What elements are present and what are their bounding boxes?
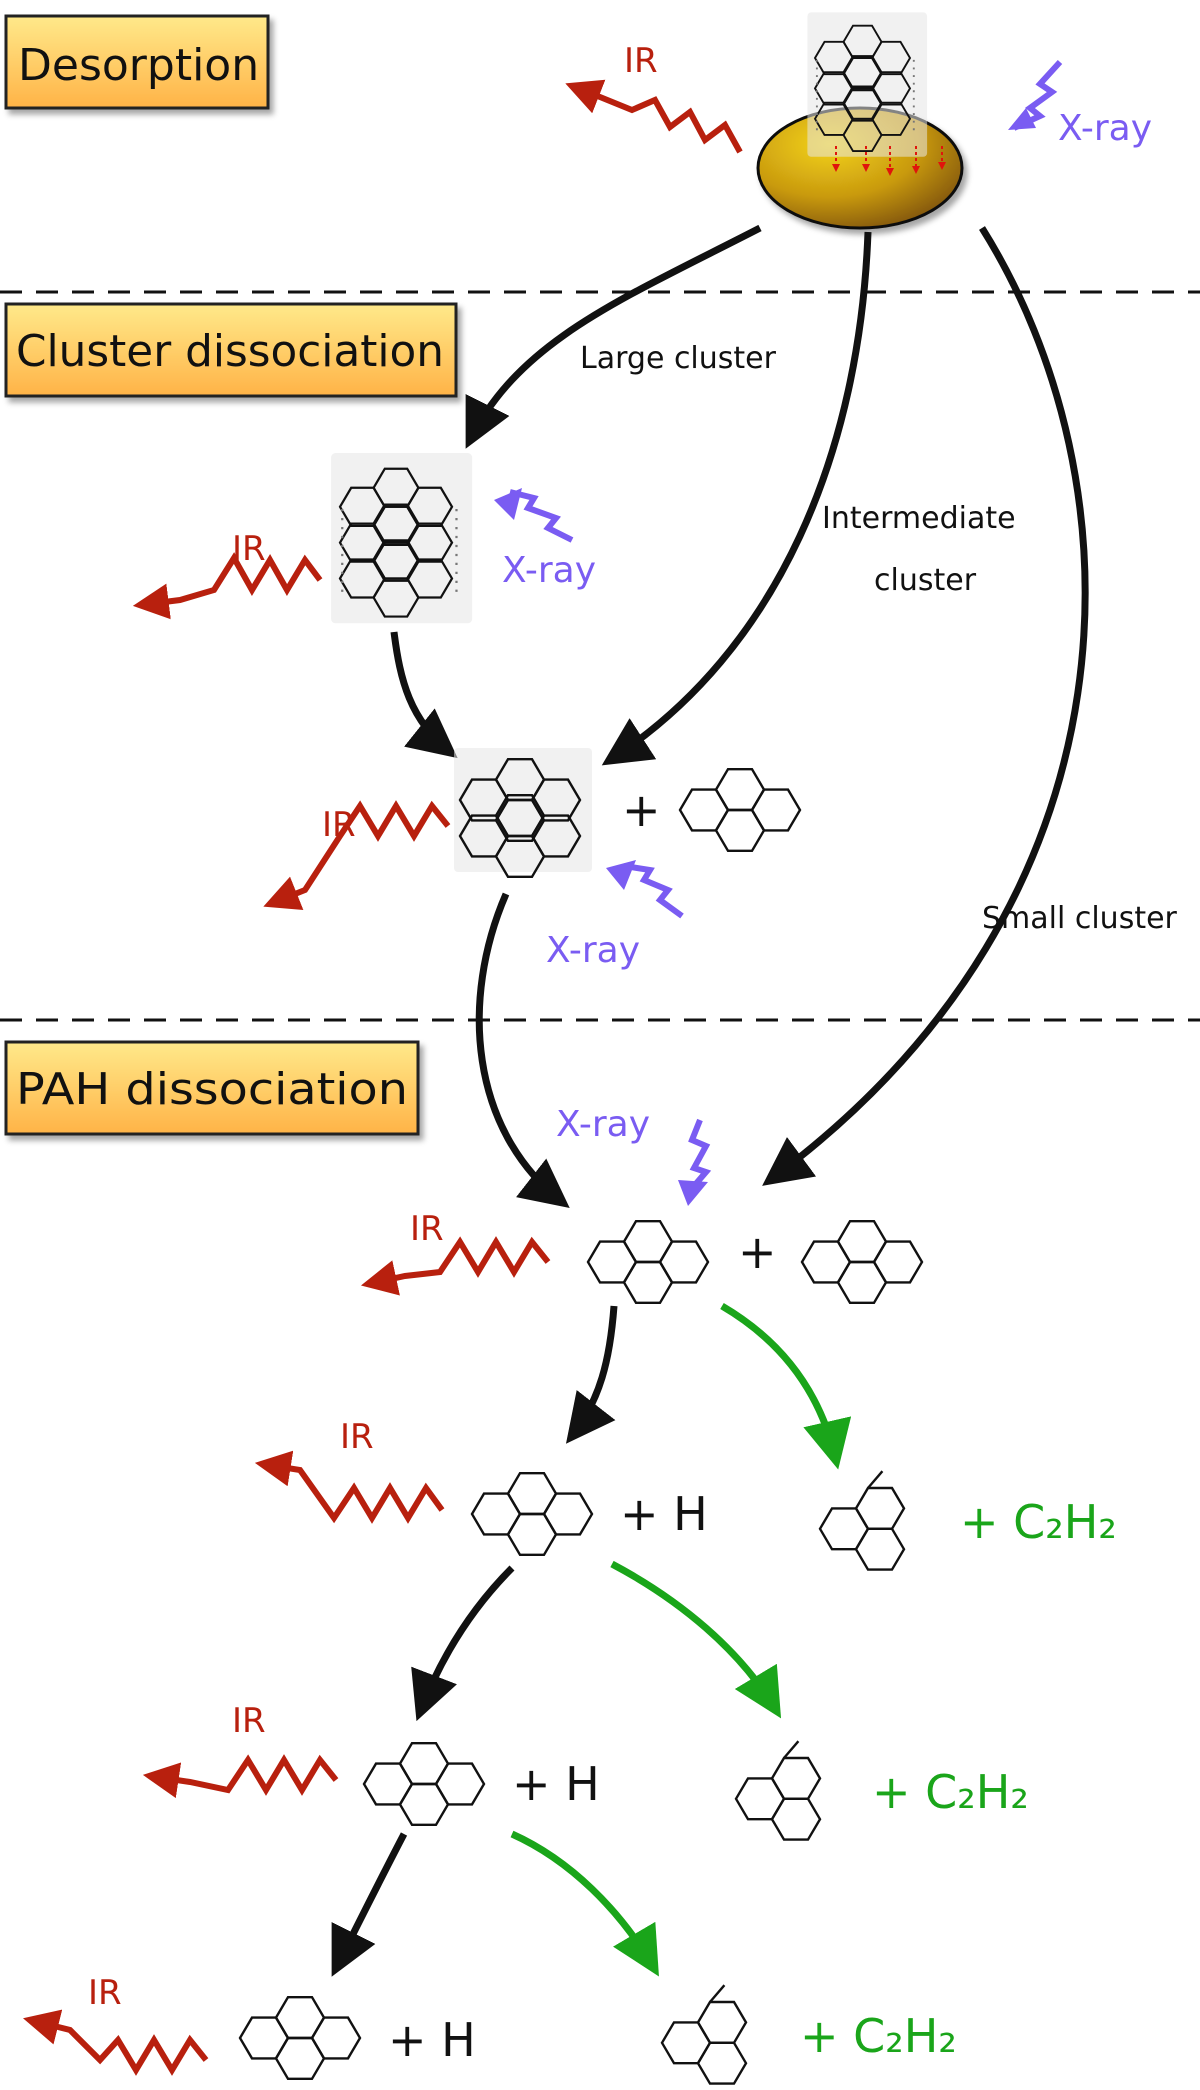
plus-h-label: + H <box>512 1757 600 1811</box>
fragment-molecule-icon <box>818 1469 906 1571</box>
xray-photon-icon: X-ray <box>546 860 684 971</box>
arrow-large-cluster <box>465 224 762 449</box>
section-pah-text: PAH dissociation <box>16 1064 408 1115</box>
arrow-large-to-intermediate <box>390 631 458 759</box>
plus-sign: + <box>622 783 661 837</box>
xray-label: X-ray <box>546 930 640 971</box>
xray-label: X-ray <box>556 1104 650 1145</box>
pyrene-molecule-icon <box>362 1741 486 1827</box>
ir-photon-icon: IR <box>132 529 323 620</box>
xray-label: X-ray <box>502 550 596 591</box>
ir-photon-icon: IR <box>565 41 743 154</box>
plus-h-label: + H <box>388 2013 476 2067</box>
arrow-intermediate-to-pah <box>475 892 570 1209</box>
ir-photon-icon: IR <box>360 1209 551 1296</box>
arrow-pah-to-h-loss-1 <box>565 1305 618 1444</box>
pyrene-molecule-icon <box>800 1219 924 1305</box>
ir-label: IR <box>624 41 658 81</box>
ir-label: IR <box>232 1701 266 1741</box>
intermediate-cluster-stack <box>454 748 592 878</box>
arrow-pah-to-c2h2-1 <box>720 1302 852 1470</box>
pyrene-molecule-icon <box>586 1219 710 1305</box>
small-cluster-label: Small cluster <box>982 901 1178 936</box>
arrow-pah-to-h-loss-3 <box>331 1832 408 1977</box>
section-label-pah: PAH dissociation <box>4 1040 420 1136</box>
xray-photon-icon: X-ray <box>1008 59 1152 149</box>
large-cluster-label: Large cluster <box>580 341 777 376</box>
xray-photon-icon: X-ray <box>556 1104 712 1206</box>
intermediate-label-2: cluster <box>874 563 977 598</box>
pyrene-molecule-icon <box>238 1995 362 2081</box>
fragment-molecule-icon <box>734 1739 822 1841</box>
ir-label: IR <box>410 1209 444 1249</box>
xray-photon-icon: X-ray <box>494 488 596 591</box>
ir-photon-icon: IR <box>263 800 451 911</box>
xray-label: X-ray <box>1058 108 1152 149</box>
section-label-desorption: Desorption <box>4 14 270 110</box>
ir-label: IR <box>340 1417 374 1457</box>
fragment-molecule-icon <box>660 1983 748 2085</box>
c2h2-label: + C₂H₂ <box>960 1495 1117 1549</box>
ir-photon-icon: IR <box>254 1417 445 1524</box>
intermediate-label-1: Intermediate <box>822 501 1016 536</box>
c2h2-label: + C₂H₂ <box>800 2009 957 2063</box>
plus-h-label: + H <box>620 1487 708 1541</box>
pyrene-molecule-icon <box>678 768 802 852</box>
ir-label: IR <box>88 1973 122 2013</box>
arrow-pah-to-c2h2-2 <box>610 1560 782 1719</box>
pyrene-molecule-icon <box>470 1471 594 1557</box>
grain-pah-stack <box>807 12 946 176</box>
arrow-intermediate-cluster <box>601 231 872 766</box>
large-cluster-stack <box>331 453 472 623</box>
section-label-cluster: Cluster dissociation <box>4 302 458 398</box>
ir-photon-icon: IR <box>142 1701 339 1799</box>
arrow-pah-to-h-loss-2 <box>411 1565 515 1722</box>
arrow-pah-to-c2h2-3 <box>510 1830 659 1977</box>
arrow-small-cluster <box>762 226 1089 1186</box>
ir-photon-icon: IR <box>23 1973 209 2076</box>
section-cluster-text: Cluster dissociation <box>16 326 444 377</box>
c2h2-label: + C₂H₂ <box>872 1765 1029 1819</box>
plus-sign: + <box>738 1225 777 1279</box>
ir-label: IR <box>232 529 266 569</box>
section-desorption-text: Desorption <box>18 40 259 91</box>
ir-label: IR <box>322 805 356 845</box>
